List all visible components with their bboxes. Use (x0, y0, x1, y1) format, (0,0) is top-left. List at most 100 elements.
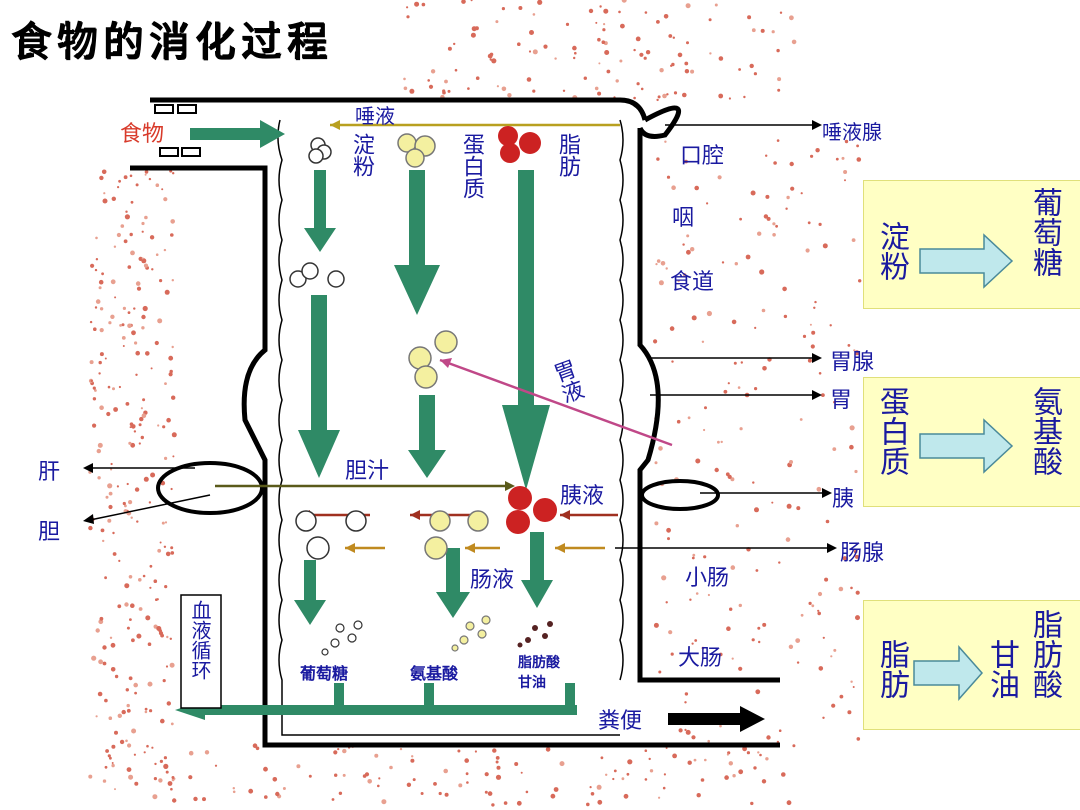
tissue-dot (720, 440, 723, 444)
tissue-dot (751, 28, 756, 33)
tissue-dot (684, 61, 689, 66)
stomach-label: 胃 (830, 388, 853, 413)
tissue-dot (673, 91, 678, 95)
tissue-dot (676, 419, 681, 424)
tissue-dot (813, 306, 816, 309)
tissue-dot (139, 416, 144, 422)
tissue-dot (421, 2, 426, 7)
tissue-dot (762, 366, 767, 371)
small-intestine-label: 小肠 (685, 566, 730, 591)
tissue-dot (110, 642, 116, 648)
tissue-dot (810, 344, 815, 349)
tissue-dot (491, 803, 495, 807)
tissue-dot (129, 174, 133, 178)
tissue-dot (124, 602, 129, 607)
tissue-dot (703, 428, 706, 432)
tissue-dot (841, 156, 845, 160)
tissue-dot (597, 799, 603, 805)
tissue-dot (691, 642, 694, 645)
tissue-dot (817, 591, 823, 597)
food-label: 食物 (120, 122, 165, 147)
tissue-dot (107, 754, 111, 758)
tissue-dot (95, 258, 99, 261)
tissue-dot (738, 603, 742, 608)
tissue-dot (427, 79, 431, 82)
tissue-dot (117, 186, 120, 189)
tissue-dot (775, 224, 778, 228)
tissue-dot (856, 737, 861, 741)
bile-label: 胆汁 (345, 459, 390, 484)
tissue-dot (761, 779, 767, 784)
tissue-dot (495, 20, 499, 24)
tissue-dot (669, 326, 675, 331)
intestinal-juice-label: 肠液 (470, 568, 515, 593)
tissue-dot (146, 744, 149, 748)
tissue-dot (729, 607, 733, 611)
gastric-gland-label: 胃腺 (830, 350, 875, 375)
tissue-dot (95, 628, 100, 633)
tissue-dot (684, 159, 688, 164)
tissue-dot (263, 766, 268, 772)
tissue-dot (403, 77, 406, 81)
tissue-dot (406, 15, 410, 19)
tissue-dot (147, 642, 152, 646)
tissue-dot (255, 746, 260, 751)
tissue-dot (714, 3, 718, 7)
tissue-dot (149, 586, 152, 589)
tissue-dot (684, 692, 689, 696)
tissue-dot (757, 231, 762, 236)
tissue-dot (677, 279, 680, 283)
tissue-dot (161, 188, 164, 191)
glucose-label: 葡萄糖 (300, 664, 349, 683)
tissue-dot (800, 613, 804, 617)
tissue-dot (740, 361, 743, 364)
food-arrow (190, 120, 285, 148)
tissue-dot (532, 89, 536, 93)
tissue-dot (657, 95, 661, 99)
large-intestine-label: 大肠 (678, 646, 723, 671)
tissue-dot (158, 631, 164, 636)
tissue-dot (161, 521, 165, 525)
tissue-dot (125, 402, 130, 406)
tissue-dot (165, 770, 169, 774)
tissue-dot (141, 326, 145, 330)
tissue-dot (98, 286, 102, 290)
tissue-dot (491, 58, 497, 64)
tissue-dot (788, 644, 794, 649)
tissue-dot (717, 175, 722, 180)
tissue-dot (127, 743, 132, 748)
glucose-dots (321, 620, 363, 656)
tissue-dot (847, 344, 851, 347)
tissue-dot (166, 701, 171, 706)
tissue-dot (102, 661, 107, 666)
tissue-dot (95, 715, 98, 718)
tissue-dot (458, 783, 463, 788)
tissue-dot (783, 314, 788, 319)
tissue-dot (142, 305, 148, 312)
tissue-dot (833, 648, 837, 652)
tissue-dot (138, 442, 141, 445)
tissue-dot (662, 786, 666, 790)
tissue-dot (99, 307, 104, 311)
tissue-dot (166, 417, 171, 423)
tissue-dot (97, 691, 103, 697)
tissue-dot (603, 8, 609, 14)
tissue-dot (142, 574, 146, 578)
tissue-dot (525, 790, 529, 794)
tissue-dot (719, 724, 722, 728)
tissue-dot (162, 425, 166, 429)
tissue-dot (786, 195, 790, 200)
tissue-dot (113, 245, 117, 248)
tissue-dot (529, 30, 534, 35)
tissue-dot (118, 179, 121, 183)
tissue-dot (778, 729, 782, 732)
tissue-dot (144, 173, 147, 176)
tissue-dot (528, 50, 532, 53)
tissue-dot (514, 762, 519, 766)
tissue-dot (232, 790, 236, 794)
tissue-dot (124, 583, 130, 589)
tissue-dot (333, 750, 338, 755)
tissue-dot (127, 311, 131, 314)
tissue-dot (677, 52, 683, 58)
